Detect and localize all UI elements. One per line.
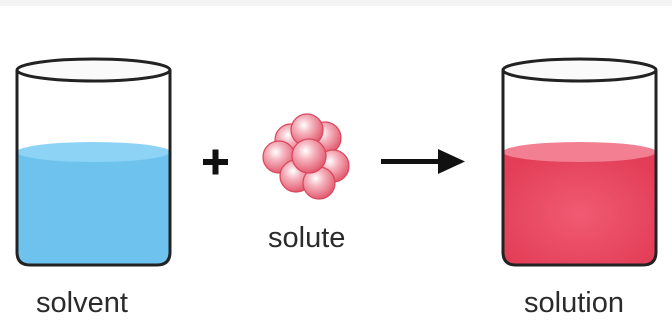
diagram-canvas <box>15 57 658 267</box>
solution-liquid-surface <box>503 142 656 162</box>
solute-particle <box>291 138 327 174</box>
solvent-beaker-outline <box>15 70 172 267</box>
solution-label: solution <box>524 287 624 319</box>
particle-cluster-icon <box>262 113 350 200</box>
solution-beaker-icon <box>501 57 658 267</box>
solution-beaker-outline <box>501 70 658 267</box>
plus-icon <box>203 149 228 175</box>
solvent-liquid <box>17 152 170 265</box>
solution-beaker-rim <box>501 57 658 83</box>
solution-liquid <box>503 152 656 265</box>
solvent-label: solvent <box>36 287 128 319</box>
arrow-right-icon <box>381 149 465 174</box>
solvent-beaker-icon <box>15 57 172 267</box>
solvent-beaker-rim <box>15 57 172 83</box>
solute-label: solute <box>268 222 346 254</box>
solvent-liquid-surface <box>17 142 170 162</box>
